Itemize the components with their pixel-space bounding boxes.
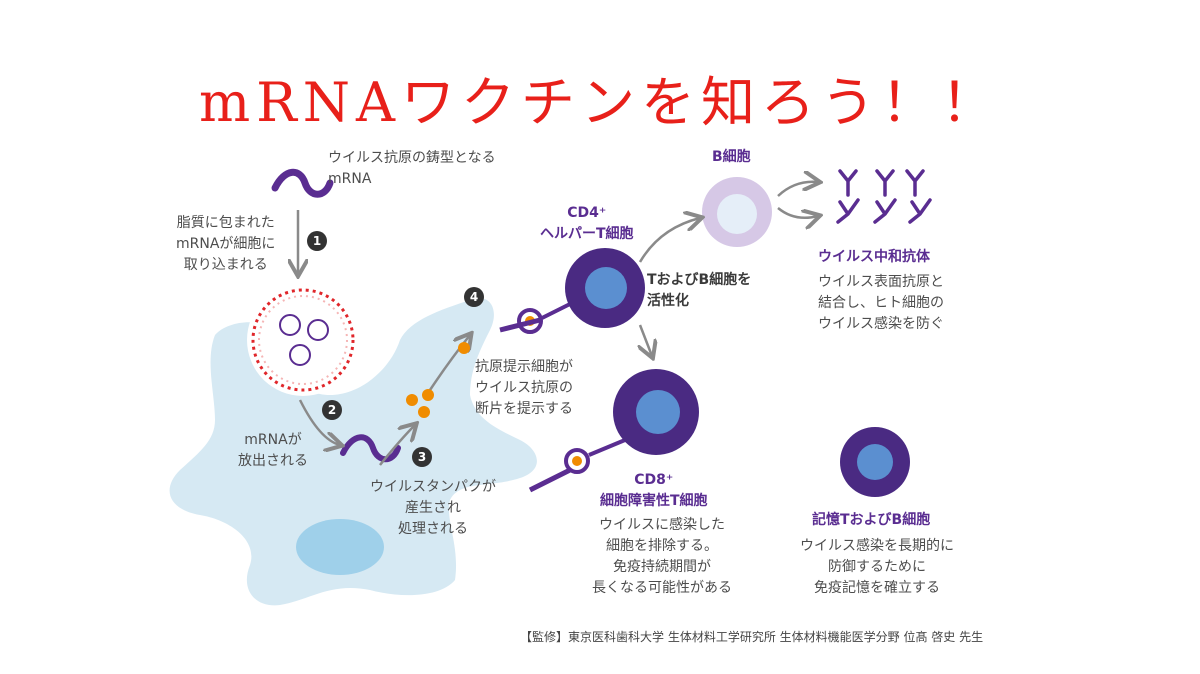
label-released: mRNAが放出される — [238, 430, 308, 472]
credit-line: 【監修】東京医科歯科大学 生体材料工学研究所 生体材料機能医学分野 位髙 啓史 … — [520, 628, 983, 645]
label-apc: 抗原提示細胞がウイルス抗原の断片を提示する — [475, 357, 573, 420]
step-2-badge: 2 — [322, 400, 342, 420]
label-cd4: CD4⁺ヘルパーT細胞 — [540, 203, 634, 245]
step-3-badge: 3 — [412, 447, 432, 467]
label-cd8-desc: ウイルスに感染した細胞を排除する。免疫持続期間が長くなる可能性がある — [592, 515, 732, 599]
cd4-t-cell — [500, 248, 645, 332]
label-antibody-desc: ウイルス表面抗原と結合し、ヒト細胞のウイルス感染を防ぐ — [818, 272, 944, 335]
label-protein: ウイルスタンパクが産生され処理される — [370, 477, 496, 540]
label-memory-desc: ウイルス感染を長期的に防御するために免疫記憶を確立する — [800, 536, 954, 599]
mrna-strand-icon — [275, 172, 330, 194]
label-cd8: CD8⁺細胞障害性T細胞 — [600, 470, 708, 512]
b-cell — [702, 177, 772, 247]
step-1-badge: 1 — [307, 231, 327, 251]
antibody-icons — [838, 171, 930, 222]
label-b-cell: B細胞 — [712, 147, 751, 168]
memory-cell — [840, 427, 910, 497]
step-4-badge: 4 — [464, 287, 484, 307]
lipid-nanoparticle — [247, 284, 359, 396]
label-antibody: ウイルス中和抗体 — [818, 247, 930, 268]
label-memory: 記憶TおよびB細胞 — [812, 510, 930, 531]
label-activate: TおよびB細胞を活性化 — [647, 270, 751, 312]
